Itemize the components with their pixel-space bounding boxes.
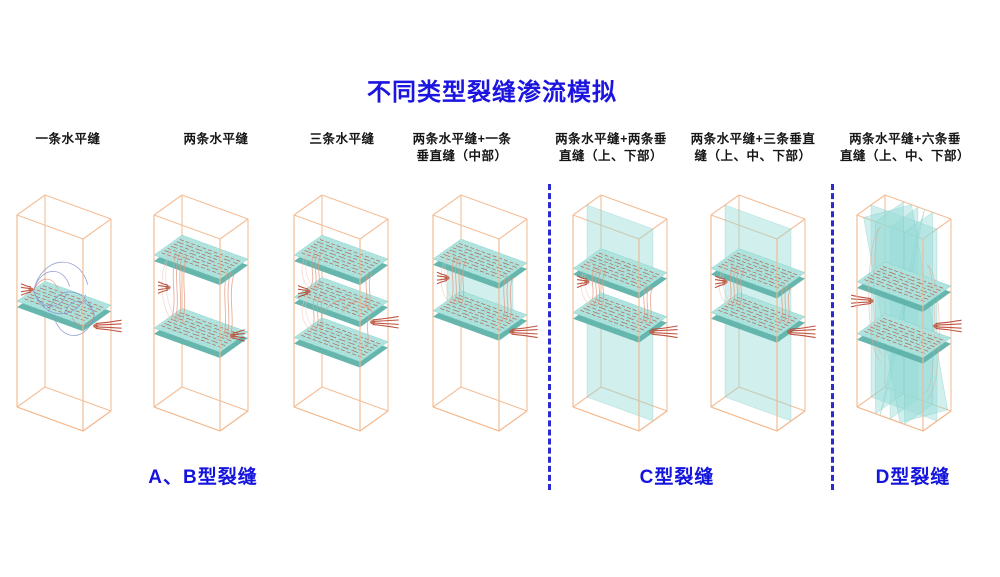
simulation-figure-one-horizontal-crack [16, 194, 122, 432]
figure-caption-5: 两条水平缝+两条垂 直缝（上、下部） [555, 132, 667, 164]
figure-caption-1: 一条水平缝 [35, 132, 101, 146]
group-separator-2 [831, 184, 834, 490]
figure-caption-4: 两条水平缝+一条 垂直缝（中部） [412, 132, 512, 164]
simulation-figure-two-horizontal-cracks [153, 194, 249, 432]
simulation-figure-two-horizontal-one-vertical [432, 194, 538, 432]
simulation-figure-two-horizontal-six-vertical [850, 194, 962, 432]
figure-caption-3: 三条水平缝 [309, 132, 375, 146]
simulation-figure-two-horizontal-two-vertical [572, 194, 678, 432]
group-label-d: D型裂缝 [875, 467, 951, 488]
figure-caption-7: 两条水平缝+六条垂 直缝（上、中、下部） [839, 132, 970, 164]
group-separator-1 [548, 184, 551, 490]
page-title: 不同类型裂缝渗流模拟 [367, 79, 617, 106]
group-label-c: C型裂缝 [639, 467, 715, 488]
figure-caption-2: 两条水平缝 [183, 132, 249, 146]
group-label-ab: A、B型裂缝 [148, 467, 258, 488]
simulation-figure-three-horizontal-cracks [293, 194, 399, 432]
figure-caption-6: 两条水平缝+三条垂直 缝（上、中、下部） [690, 132, 816, 164]
simulation-figure-two-horizontal-three-vertical [710, 194, 816, 432]
